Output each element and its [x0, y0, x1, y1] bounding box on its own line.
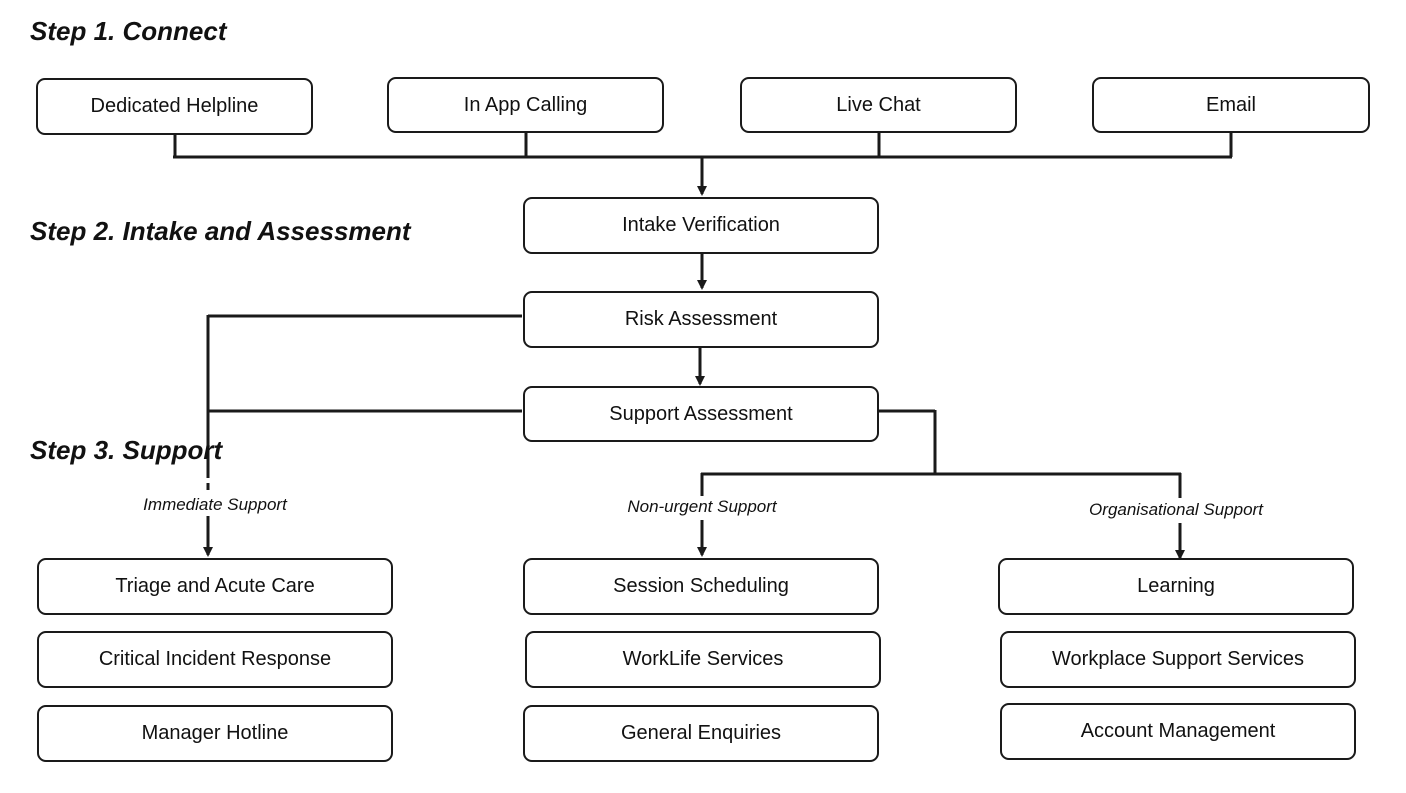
critical-incident-response-box: Critical Incident Response	[37, 631, 393, 688]
live-chat-box: Live Chat	[740, 77, 1017, 133]
intake-verification-box: Intake Verification	[523, 197, 879, 254]
general-enquiries-box: General Enquiries	[523, 705, 879, 762]
step-1-heading: Step 1. Connect	[30, 16, 227, 46]
session-scheduling-box: Session Scheduling	[523, 558, 879, 615]
learning-box: Learning	[998, 558, 1354, 615]
manager-hotline-box: Manager Hotline	[37, 705, 393, 762]
risk-assessment-box: Risk Assessment	[523, 291, 879, 348]
dedicated-helpline-box: Dedicated Helpline	[36, 78, 313, 135]
in-app-calling-box: In App Calling	[387, 77, 664, 133]
email-box: Email	[1092, 77, 1370, 133]
worklife-services-box: WorkLife Services	[525, 631, 881, 688]
organisational-support-label: Organisational Support	[1086, 500, 1266, 520]
step-2-heading: Step 2. Intake and Assessment	[30, 216, 411, 246]
support-assessment-box: Support Assessment	[523, 386, 879, 442]
step-3-heading: Step 3. Support	[30, 435, 223, 465]
triage-acute-care-box: Triage and Acute Care	[37, 558, 393, 615]
immediate-support-label: Immediate Support	[140, 495, 290, 515]
workplace-support-services-box: Workplace Support Services	[1000, 631, 1356, 688]
non-urgent-support-label: Non-urgent Support	[624, 497, 780, 517]
account-management-box: Account Management	[1000, 703, 1356, 760]
